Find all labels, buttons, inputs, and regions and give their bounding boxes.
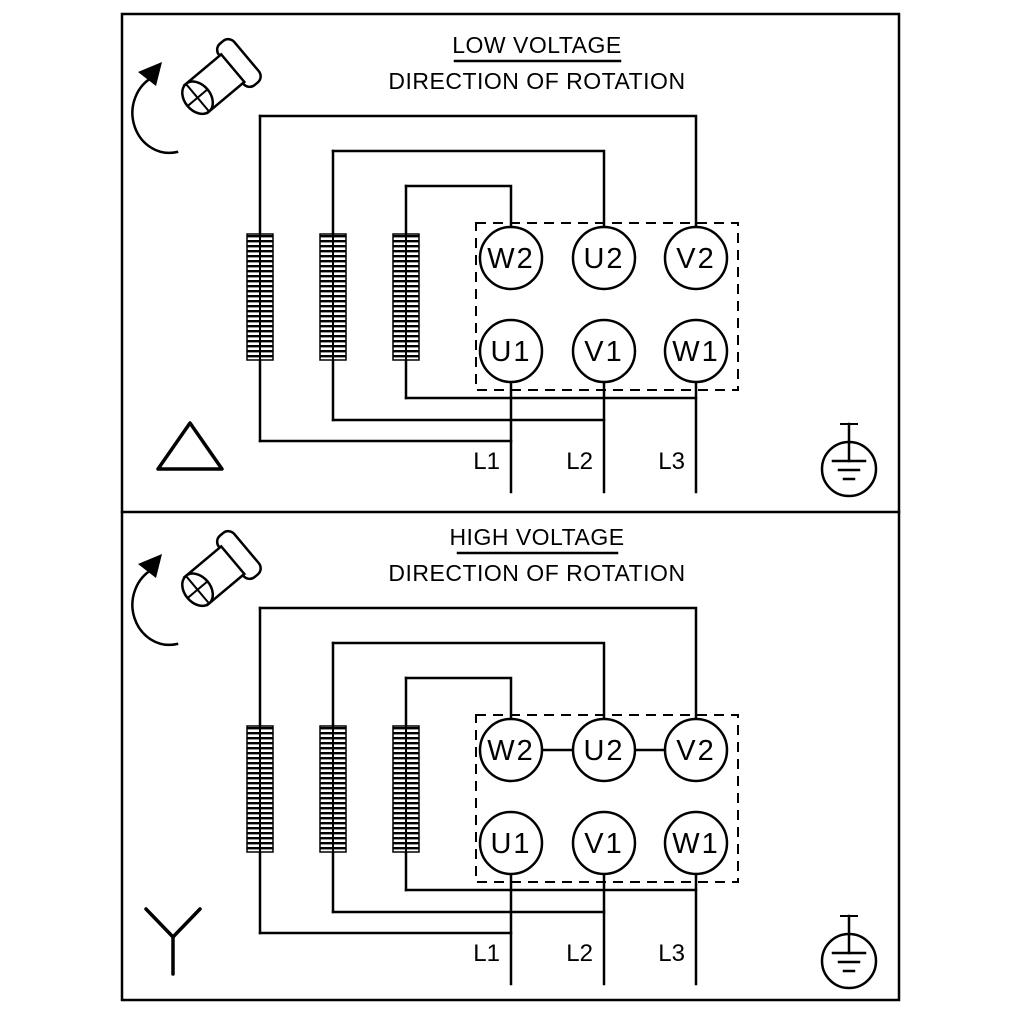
svg-text:U1: U1: [490, 828, 531, 860]
svg-text:W2: W2: [487, 243, 535, 275]
terminal-V1: V1: [571, 318, 637, 384]
terminal-U2: U2: [571, 225, 637, 291]
shaft-rotation-icon: [131, 529, 262, 647]
terminal-W1: W1: [663, 318, 729, 384]
terminal-W2: W2: [478, 717, 544, 783]
terminal-W2: W2: [478, 225, 544, 291]
lead-label-L3: L3: [658, 940, 685, 967]
svg-text:V2: V2: [676, 243, 715, 275]
motor-windings: [246, 725, 420, 853]
panel-low-voltage: LOW VOLTAGE DIRECTION OF ROTATION: [131, 32, 878, 498]
star-connection-icon: [144, 907, 202, 976]
svg-text:V1: V1: [584, 336, 623, 368]
terminal-board-outline: [475, 222, 739, 391]
lead-label-L2: L2: [566, 448, 593, 475]
rotation-arrow-arc: [131, 75, 179, 155]
terminal-board-outline: [475, 714, 739, 883]
terminal-U1: U1: [478, 810, 544, 876]
terminal-board: W2 U2 V2 U1 V1 W1: [475, 222, 739, 391]
terminal-U2: U2: [571, 717, 637, 783]
svg-text:U2: U2: [583, 735, 624, 767]
svg-text:W1: W1: [672, 336, 720, 368]
svg-text:V1: V1: [584, 828, 623, 860]
svg-text:V2: V2: [676, 735, 715, 767]
rotation-arrow-arc: [131, 567, 179, 647]
motor-windings: [246, 233, 420, 361]
terminal-V2: V2: [663, 225, 729, 291]
panel-title: LOW VOLTAGE: [452, 32, 622, 58]
panel-wiring: [258, 606, 698, 986]
svg-text:U1: U1: [490, 336, 531, 368]
diagram-border: [120, 12, 901, 1002]
terminal-U1: U1: [478, 318, 544, 384]
panel-subtitle: DIRECTION OF ROTATION: [388, 560, 685, 586]
lead-label-L2: L2: [566, 940, 593, 967]
rotation-arrowhead: [138, 554, 162, 578]
svg-text:U2: U2: [583, 243, 624, 275]
lead-label-L1: L1: [473, 448, 500, 475]
terminal-W1: W1: [663, 810, 729, 876]
earth-ground-icon: [820, 422, 878, 498]
earth-ground-icon: [820, 914, 878, 990]
panel-subtitle: DIRECTION OF ROTATION: [388, 68, 685, 94]
rotation-arrowhead: [138, 62, 162, 86]
terminal-V1: V1: [571, 810, 637, 876]
svg-text:W2: W2: [487, 735, 535, 767]
terminal-V2: V2: [663, 717, 729, 783]
shaft-rotation-icon: [131, 37, 262, 155]
delta-connection-icon: [156, 421, 224, 471]
lead-label-L1: L1: [473, 940, 500, 967]
lead-label-L3: L3: [658, 448, 685, 475]
panel-title: HIGH VOLTAGE: [449, 524, 624, 550]
svg-text:W1: W1: [672, 828, 720, 860]
panel-high-voltage: HIGH VOLTAGE DIRECTION OF ROTATION: [131, 524, 878, 990]
terminal-board: W2 U2 V2 U1 V1 W1: [475, 714, 739, 883]
